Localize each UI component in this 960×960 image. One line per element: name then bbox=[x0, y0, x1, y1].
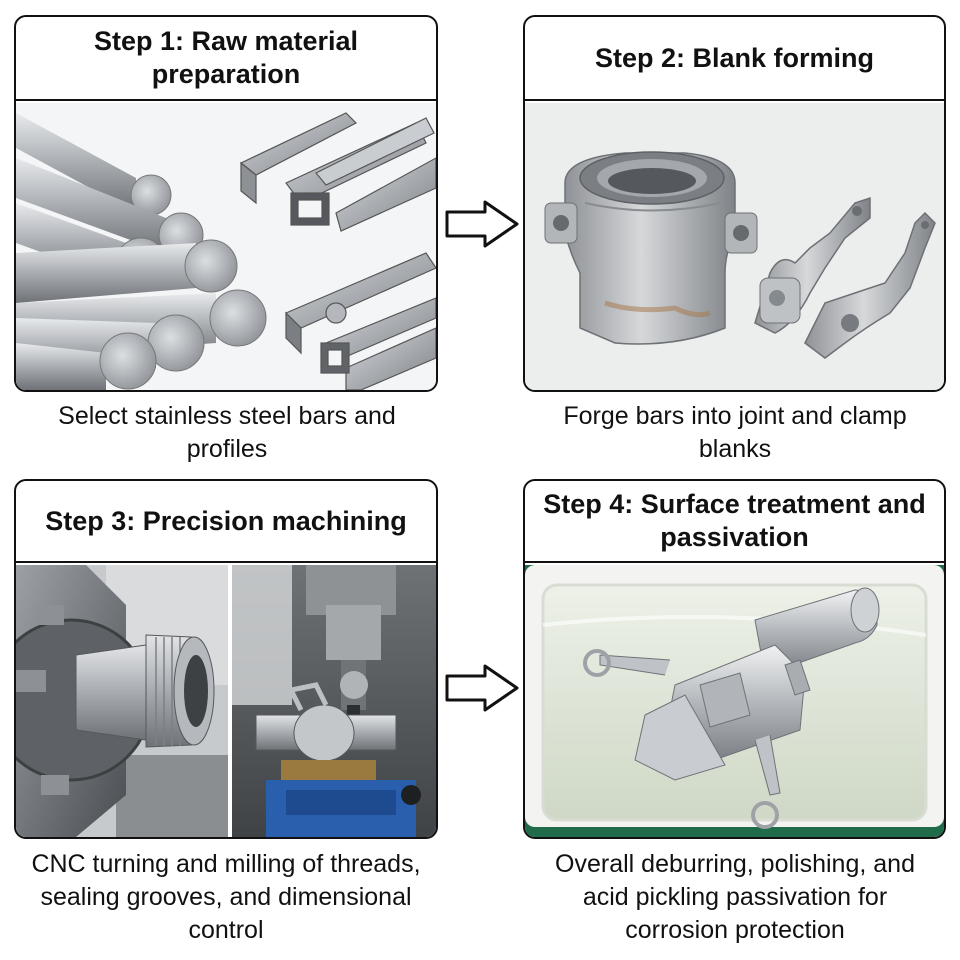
forged-blanks-photo bbox=[525, 103, 944, 390]
cnc-machining-photo bbox=[16, 565, 436, 837]
right-arrow-icon bbox=[445, 200, 519, 248]
step-2-caption: Forge bars into joint and clamp blanks bbox=[563, 402, 907, 463]
step-1-card: Step 1: Raw material preparation bbox=[14, 15, 438, 392]
step-4-title: Step 4: Surface treatment and passivatio… bbox=[525, 481, 944, 563]
step-2-card: Step 2: Blank forming bbox=[523, 15, 946, 392]
step-2-title: Step 2: Blank forming bbox=[525, 17, 944, 101]
step-3-card: Step 3: Precision machining bbox=[14, 479, 438, 839]
step-1-title: Step 1: Raw material preparation bbox=[16, 17, 436, 101]
step-3-caption: CNC turning and milling of threads, seal… bbox=[31, 850, 421, 944]
right-arrow-icon bbox=[445, 664, 519, 712]
stainless-bars-profiles-photo bbox=[16, 103, 436, 390]
step-1-caption: Select stainless steel bars and profiles bbox=[58, 402, 396, 463]
step-3-title: Step 3: Precision machining bbox=[16, 481, 436, 563]
passivation-bath-photo bbox=[525, 565, 944, 837]
step-4-card: Step 4: Surface treatment and passivatio… bbox=[523, 479, 946, 839]
step-4-caption: Overall deburring, polishing, and acid p… bbox=[555, 850, 915, 944]
